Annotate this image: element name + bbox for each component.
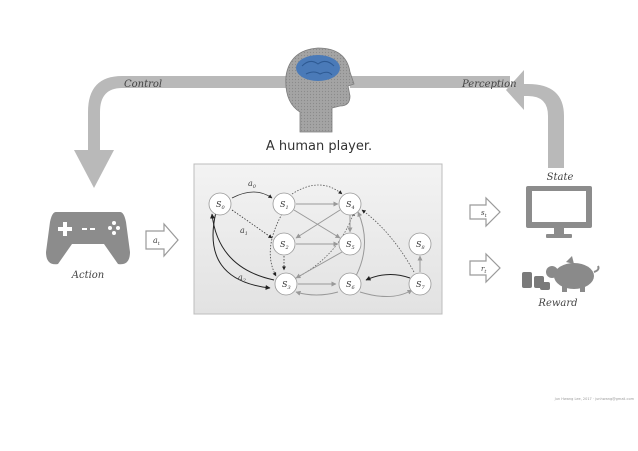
coins-icon — [522, 272, 550, 290]
gamepad-icon — [46, 212, 130, 265]
state-node-s1: S1 — [272, 192, 296, 216]
edge-s5-s3 — [295, 251, 343, 279]
action-arrow: at — [145, 222, 179, 258]
state-node-s5: S5 — [338, 232, 362, 256]
edge-s4-s2 — [295, 209, 341, 239]
state-node-s7: S7 — [408, 272, 432, 296]
edge-s1-s3 — [269, 213, 283, 277]
edge-s6-s7 — [359, 289, 413, 297]
reward-arrow: rt — [469, 252, 501, 284]
reward-arrow-label: r — [481, 265, 485, 273]
credit-text: Jun Hwang Lee, 2017 · junhwang@gmail.com — [554, 397, 635, 401]
svg-text:S2: S2 — [280, 240, 289, 251]
state-node-s2: S2 — [272, 232, 296, 256]
brain-icon — [296, 55, 340, 81]
perception-label: Perception — [461, 79, 517, 90]
state-node-s3: S3 — [274, 272, 298, 296]
svg-text:rt: rt — [481, 265, 487, 275]
svg-text:st: st — [481, 209, 488, 219]
mdp-action-labels: a0 a1 a2 — [238, 179, 257, 284]
action-label-a1: a1 — [240, 226, 248, 237]
perception-arrow — [350, 70, 564, 168]
mdp-panel — [193, 163, 443, 315]
svg-text:S0: S0 — [216, 200, 225, 211]
svg-text:S7: S7 — [416, 280, 425, 291]
mdp-nodes: S0 S1 S4 S2 S5 S8 S3 S6 S7 — [208, 192, 432, 296]
state-node-s4: S4 — [338, 192, 362, 216]
edge-s0-s2 — [231, 209, 273, 239]
state-node-s0: S0 — [208, 192, 232, 216]
human-player-caption: A human player. — [266, 139, 372, 154]
state-node-s8: S8 — [408, 232, 432, 256]
mdp-edges — [210, 184, 423, 297]
action-label-a2: a2 — [238, 273, 246, 284]
svg-text:S4: S4 — [346, 200, 355, 211]
edge-s7-s4 — [361, 209, 415, 273]
monitor-icon — [526, 186, 592, 238]
action-arrow-sub: t — [158, 241, 161, 247]
svg-text:S3: S3 — [282, 280, 291, 291]
edge-s7-s6 — [365, 274, 411, 281]
control-label: Control — [124, 79, 162, 90]
action-label-a0: a0 — [248, 179, 257, 190]
state-node-s6: S6 — [338, 272, 362, 296]
edge-s3-s0 — [210, 213, 275, 281]
piggy-bank-icon — [546, 256, 600, 292]
edge-s0-s1 — [231, 191, 273, 199]
svg-text:S8: S8 — [416, 240, 425, 251]
svg-text:at: at — [153, 236, 161, 247]
action-arrow-label: a — [153, 236, 158, 245]
reward-arrow-sub: t — [484, 269, 487, 275]
action-label: Action — [71, 270, 105, 281]
edge-s1-s5 — [293, 209, 341, 239]
state-arrow-sub: t — [485, 213, 488, 219]
svg-text:S1: S1 — [280, 200, 289, 211]
reward-label: Reward — [537, 298, 577, 309]
state-label: State — [547, 172, 574, 183]
svg-text:S6: S6 — [346, 280, 355, 291]
edge-s1-s4 — [291, 184, 343, 195]
edge-s6-s3 — [295, 290, 339, 296]
human-head-icon — [285, 47, 355, 133]
state-arrow: st — [469, 196, 501, 228]
edge-s6-s4 — [355, 211, 366, 277]
state-arrow-label: s — [481, 209, 485, 217]
control-arrow — [74, 76, 292, 188]
svg-text:S5: S5 — [346, 240, 355, 251]
